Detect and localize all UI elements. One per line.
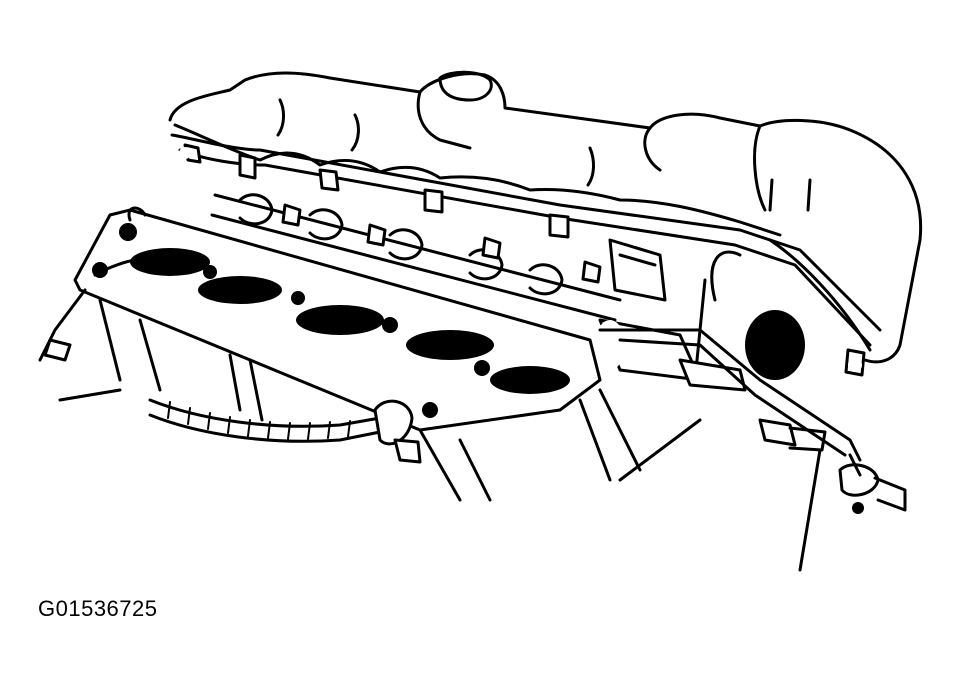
valve-cover <box>168 70 923 364</box>
sensor-hose <box>148 398 422 464</box>
actuator <box>595 238 747 392</box>
figure-id-label: G01536725 <box>38 596 158 621</box>
cover-bolts <box>179 147 862 372</box>
head-gasket <box>73 206 602 432</box>
camshaft <box>210 193 622 322</box>
engine-block <box>38 288 822 572</box>
front-bracket <box>598 328 907 514</box>
timing-sprocket <box>693 250 825 405</box>
